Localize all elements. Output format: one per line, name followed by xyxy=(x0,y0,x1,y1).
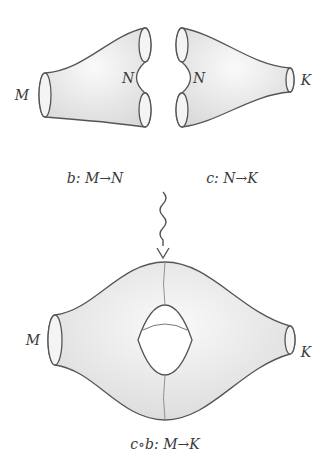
boundary-label: M xyxy=(26,332,40,348)
morphism-label: c: N→K xyxy=(206,170,257,186)
boundary-circle xyxy=(139,93,151,127)
boundary-label: K xyxy=(301,344,311,360)
surface-hole xyxy=(138,305,192,375)
morphism-label: b: M→N xyxy=(67,170,123,186)
composite-surface xyxy=(48,262,295,420)
glue-seam xyxy=(164,375,166,420)
boundary-circle xyxy=(285,326,295,354)
composite-caption: c∘b: M→K xyxy=(130,436,199,452)
hole-rim xyxy=(143,324,187,330)
boundary-circle xyxy=(176,28,188,62)
boundary-label: K xyxy=(301,72,311,88)
squiggle-arrow xyxy=(160,192,166,246)
boundary-circle xyxy=(176,93,188,127)
arrow-head xyxy=(157,248,169,258)
boundary-circle xyxy=(39,73,51,117)
boundary-label: M xyxy=(15,87,29,103)
left-surface xyxy=(39,28,151,127)
boundary-circle xyxy=(139,28,151,62)
boundary-circle xyxy=(48,315,62,365)
boundary-circle xyxy=(286,68,294,92)
glue-seam xyxy=(164,262,166,305)
right-surface xyxy=(176,28,294,127)
boundary-label: N xyxy=(193,70,205,86)
boundary-label: N xyxy=(122,70,134,86)
